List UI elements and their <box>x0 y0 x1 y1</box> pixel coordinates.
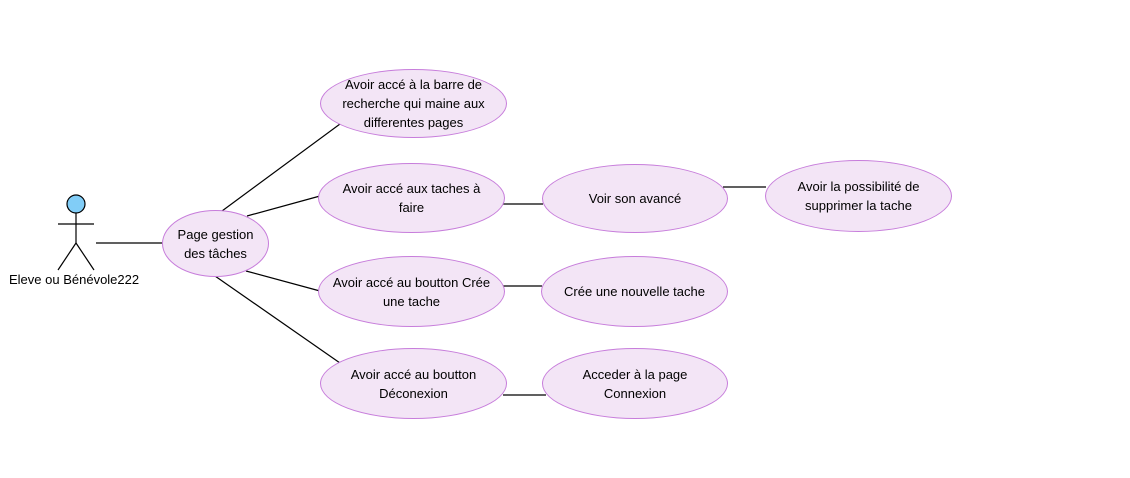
actor-left-leg <box>57 242 77 271</box>
usecase-bouton-cree[interactable]: Avoir accé au boutton Crée une tache <box>318 256 505 327</box>
actor-label: Eleve ou Bénévole222 <box>9 272 140 287</box>
usecase-page-gestion[interactable]: Page gestion des tâches <box>162 210 269 277</box>
gestion-to-deconexion-line <box>214 275 341 364</box>
usecase-barre-recherche[interactable]: Avoir accé à la barre de recherche qui m… <box>320 69 507 138</box>
usecase-page-connexion[interactable]: Acceder à la page Connexion <box>542 348 728 419</box>
actor-figure-icon <box>57 194 95 271</box>
usecase-voir-avance[interactable]: Voir son avancé <box>542 164 728 233</box>
actor-right-leg <box>75 242 95 271</box>
usecase-nouvelle-tache[interactable]: Crée une nouvelle tache <box>541 256 728 327</box>
gestion-to-recherche-line <box>221 123 341 212</box>
gestion-to-taches-line <box>246 195 321 217</box>
actor-head <box>66 194 86 214</box>
gestion-to-bouton-cree-line <box>245 270 321 292</box>
usecase-taches-a-faire[interactable]: Avoir accé aux taches à faire <box>318 163 505 233</box>
usecase-supprimer-tache[interactable]: Avoir la possibilité de supprimer la tac… <box>765 160 952 232</box>
usecase-bouton-deconexion[interactable]: Avoir accé au boutton Déconexion <box>320 348 507 419</box>
